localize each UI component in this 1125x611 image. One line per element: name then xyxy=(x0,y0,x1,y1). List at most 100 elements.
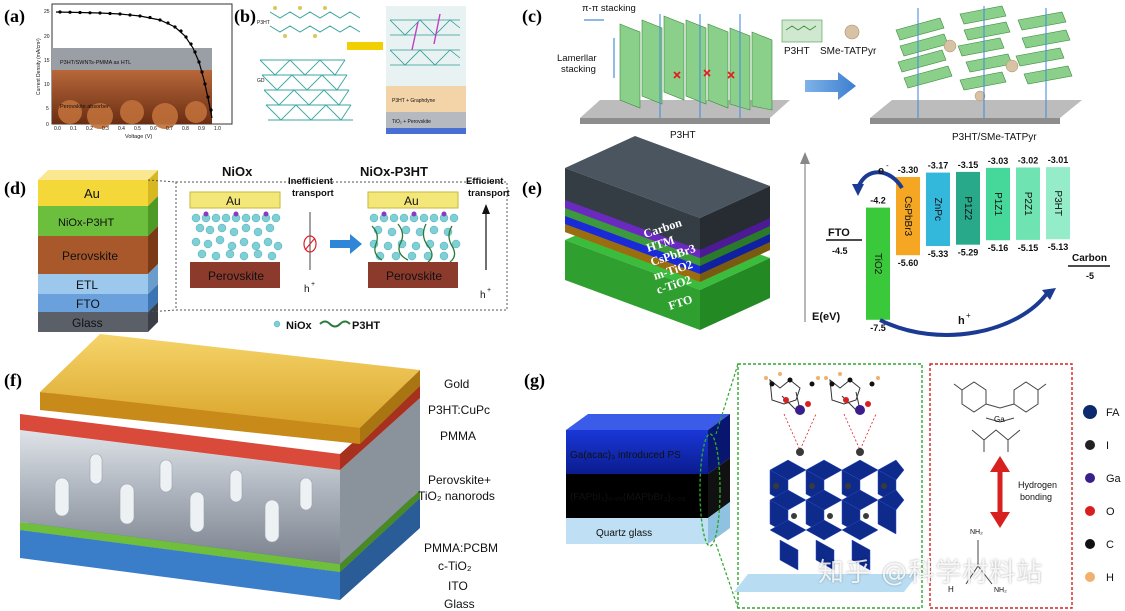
d-stack-glass: Glass xyxy=(72,316,103,330)
panel-a-label: (a) xyxy=(4,6,25,27)
panel-c-label: (c) xyxy=(522,6,542,27)
e-band-bottom-value: -5.60 xyxy=(898,258,919,268)
svg-text:0.4: 0.4 xyxy=(118,126,125,132)
e-band-bottom-value: -5.15 xyxy=(1018,243,1039,253)
d-stack-fto: FTO xyxy=(76,297,100,311)
f-label-pmma: PMMA xyxy=(440,429,476,443)
e-band-name: P3HT xyxy=(1052,190,1063,216)
d-left-niox-particles xyxy=(191,213,283,261)
d-legend-niox: NiOx xyxy=(286,320,313,332)
e-band-name: ZnPc xyxy=(932,198,943,221)
g-layer-ps: Ga(acac)₃ introduced PS xyxy=(570,450,681,461)
d-left-title: NiOx xyxy=(222,164,253,179)
c-legend-p3ht-text: P3HT xyxy=(784,46,810,57)
e-band-bottom-value: -5.16 xyxy=(988,243,1009,253)
b-arrow-box xyxy=(347,42,383,50)
svg-text:0.0: 0.0 xyxy=(54,126,61,132)
g-legend-o-icon xyxy=(1085,506,1095,516)
e-band-znpc xyxy=(926,172,950,247)
g-ga-acac-molecules xyxy=(764,372,880,456)
c-arrow xyxy=(805,72,856,100)
svg-text:0.3: 0.3 xyxy=(102,126,109,132)
panel-f: (f) Gold P3HT:CuPc xyxy=(4,334,498,611)
b-layer-bottom xyxy=(386,128,466,134)
svg-text:0.2: 0.2 xyxy=(86,126,93,132)
g-h-label: H xyxy=(948,585,954,594)
c-right-base xyxy=(870,100,1082,118)
c-lamellar-label-2: stacking xyxy=(561,64,596,75)
e-energy-label: E(eV) xyxy=(812,311,840,323)
e-band-top-value: -3.01 xyxy=(1048,155,1069,165)
d-right-hole: h xyxy=(480,290,486,301)
c-legend-smetatpyr-icon xyxy=(844,24,860,40)
e-band-top-value: -3.03 xyxy=(988,156,1009,166)
svg-text:10: 10 xyxy=(44,82,50,88)
c-legend-smetatpyr-text: SMe-TATPyr xyxy=(820,46,877,57)
g-nh2-bottom: NH₂ xyxy=(994,587,1007,594)
e-band-bottom-value: -7.5 xyxy=(870,323,886,333)
d-right-title: NiOx-P3HT xyxy=(360,164,428,179)
d-arrow xyxy=(330,234,362,254)
b-p3ht-chain xyxy=(269,11,361,33)
e-device-stack xyxy=(565,136,770,330)
jv-inset-htl-text: P3HT/SWNTs-PMMA as HTL xyxy=(60,60,131,66)
f-label-c-tio2: c-TiO₂ xyxy=(438,559,472,573)
d-legend-p3ht: P3HT xyxy=(352,320,380,332)
e-band-top-value: -3.17 xyxy=(928,161,949,171)
g-hbond-1: Hydrogen xyxy=(1018,480,1057,490)
d-device-stack xyxy=(38,170,158,332)
g-substrate xyxy=(734,574,918,592)
d-stack-etl: ETL xyxy=(76,278,98,292)
e-band-name: P2Z1 xyxy=(1022,192,1033,216)
panel-d: (d) Au NiOx-P3HT Perovskite ETL FTO Glas… xyxy=(4,164,511,332)
g-device-stack xyxy=(566,414,730,544)
d-legend-niox-icon xyxy=(273,320,281,328)
d-efficient-1: Efficient xyxy=(466,176,504,187)
b-gd-label: GD xyxy=(257,78,265,84)
e-hole-label: h xyxy=(958,315,965,327)
e-hole-arrow xyxy=(879,290,1050,337)
d-efficient-2: transport xyxy=(468,188,511,199)
f-label-glass: Glass xyxy=(444,597,475,611)
d-blocked-icon xyxy=(303,235,317,253)
d-right-au xyxy=(367,191,459,209)
d-left-au xyxy=(189,191,281,209)
d-legend-p3ht-icon xyxy=(319,320,351,328)
d-stack-perovskite: Perovskite xyxy=(62,249,118,263)
e-electron-label: e xyxy=(878,165,884,177)
c-lamellar-label-1: Lamerllar xyxy=(557,53,597,64)
d-left-perovskite-text: Perovskite xyxy=(208,269,264,283)
g-hbond-2: bonding xyxy=(1020,492,1052,502)
d-stack-niox-p3ht: NiOx-P3HT xyxy=(58,217,115,229)
svg-text:+: + xyxy=(966,311,971,320)
d-stack-au: Au xyxy=(84,186,100,201)
e-carbon-value: -5 xyxy=(1086,271,1094,281)
g-ga-acac-structure xyxy=(953,381,1047,452)
svg-text:1.0: 1.0 xyxy=(214,126,221,132)
f-label-pmma-pcbm: PMMA:PCBM xyxy=(424,541,498,555)
f-label-gold: Gold xyxy=(444,377,469,391)
e-band-p3ht xyxy=(1046,167,1070,240)
panel-e-label: (e) xyxy=(522,178,542,199)
panel-g: (g) Ga(acac)₃ introduced PS (FAPbI₃)₀.₉₅… xyxy=(524,363,1122,609)
g-legend-i-icon xyxy=(1085,440,1095,450)
b-layer-p3ht-gd-text: P3HT + Graphdyne xyxy=(392,98,435,104)
b-p3ht-label: P3HT xyxy=(257,20,270,26)
svg-text:0.5: 0.5 xyxy=(134,126,141,132)
svg-text:5: 5 xyxy=(46,106,49,112)
d-right-perovskite xyxy=(368,262,458,288)
svg-text:25: 25 xyxy=(44,9,50,15)
e-fto-label: FTO xyxy=(828,227,850,239)
e-band-name: CsPbBr3 xyxy=(902,196,913,236)
g-layer-perovskite: (FAPbI₃)₀.₉₅(MAPbBr₃)₀.₀₅ xyxy=(570,492,686,503)
f-label-p3ht-cupc: P3HT:CuPc xyxy=(428,403,490,417)
e-band-top-value: -3.30 xyxy=(898,165,919,175)
svg-text:0.9: 0.9 xyxy=(198,126,205,132)
jv-y-axis-label: Current Density (mA/cm²) xyxy=(36,38,42,95)
watermark: 知乎 @科学材料站 xyxy=(818,558,1044,588)
g-perovskite-octahedra xyxy=(769,459,905,571)
